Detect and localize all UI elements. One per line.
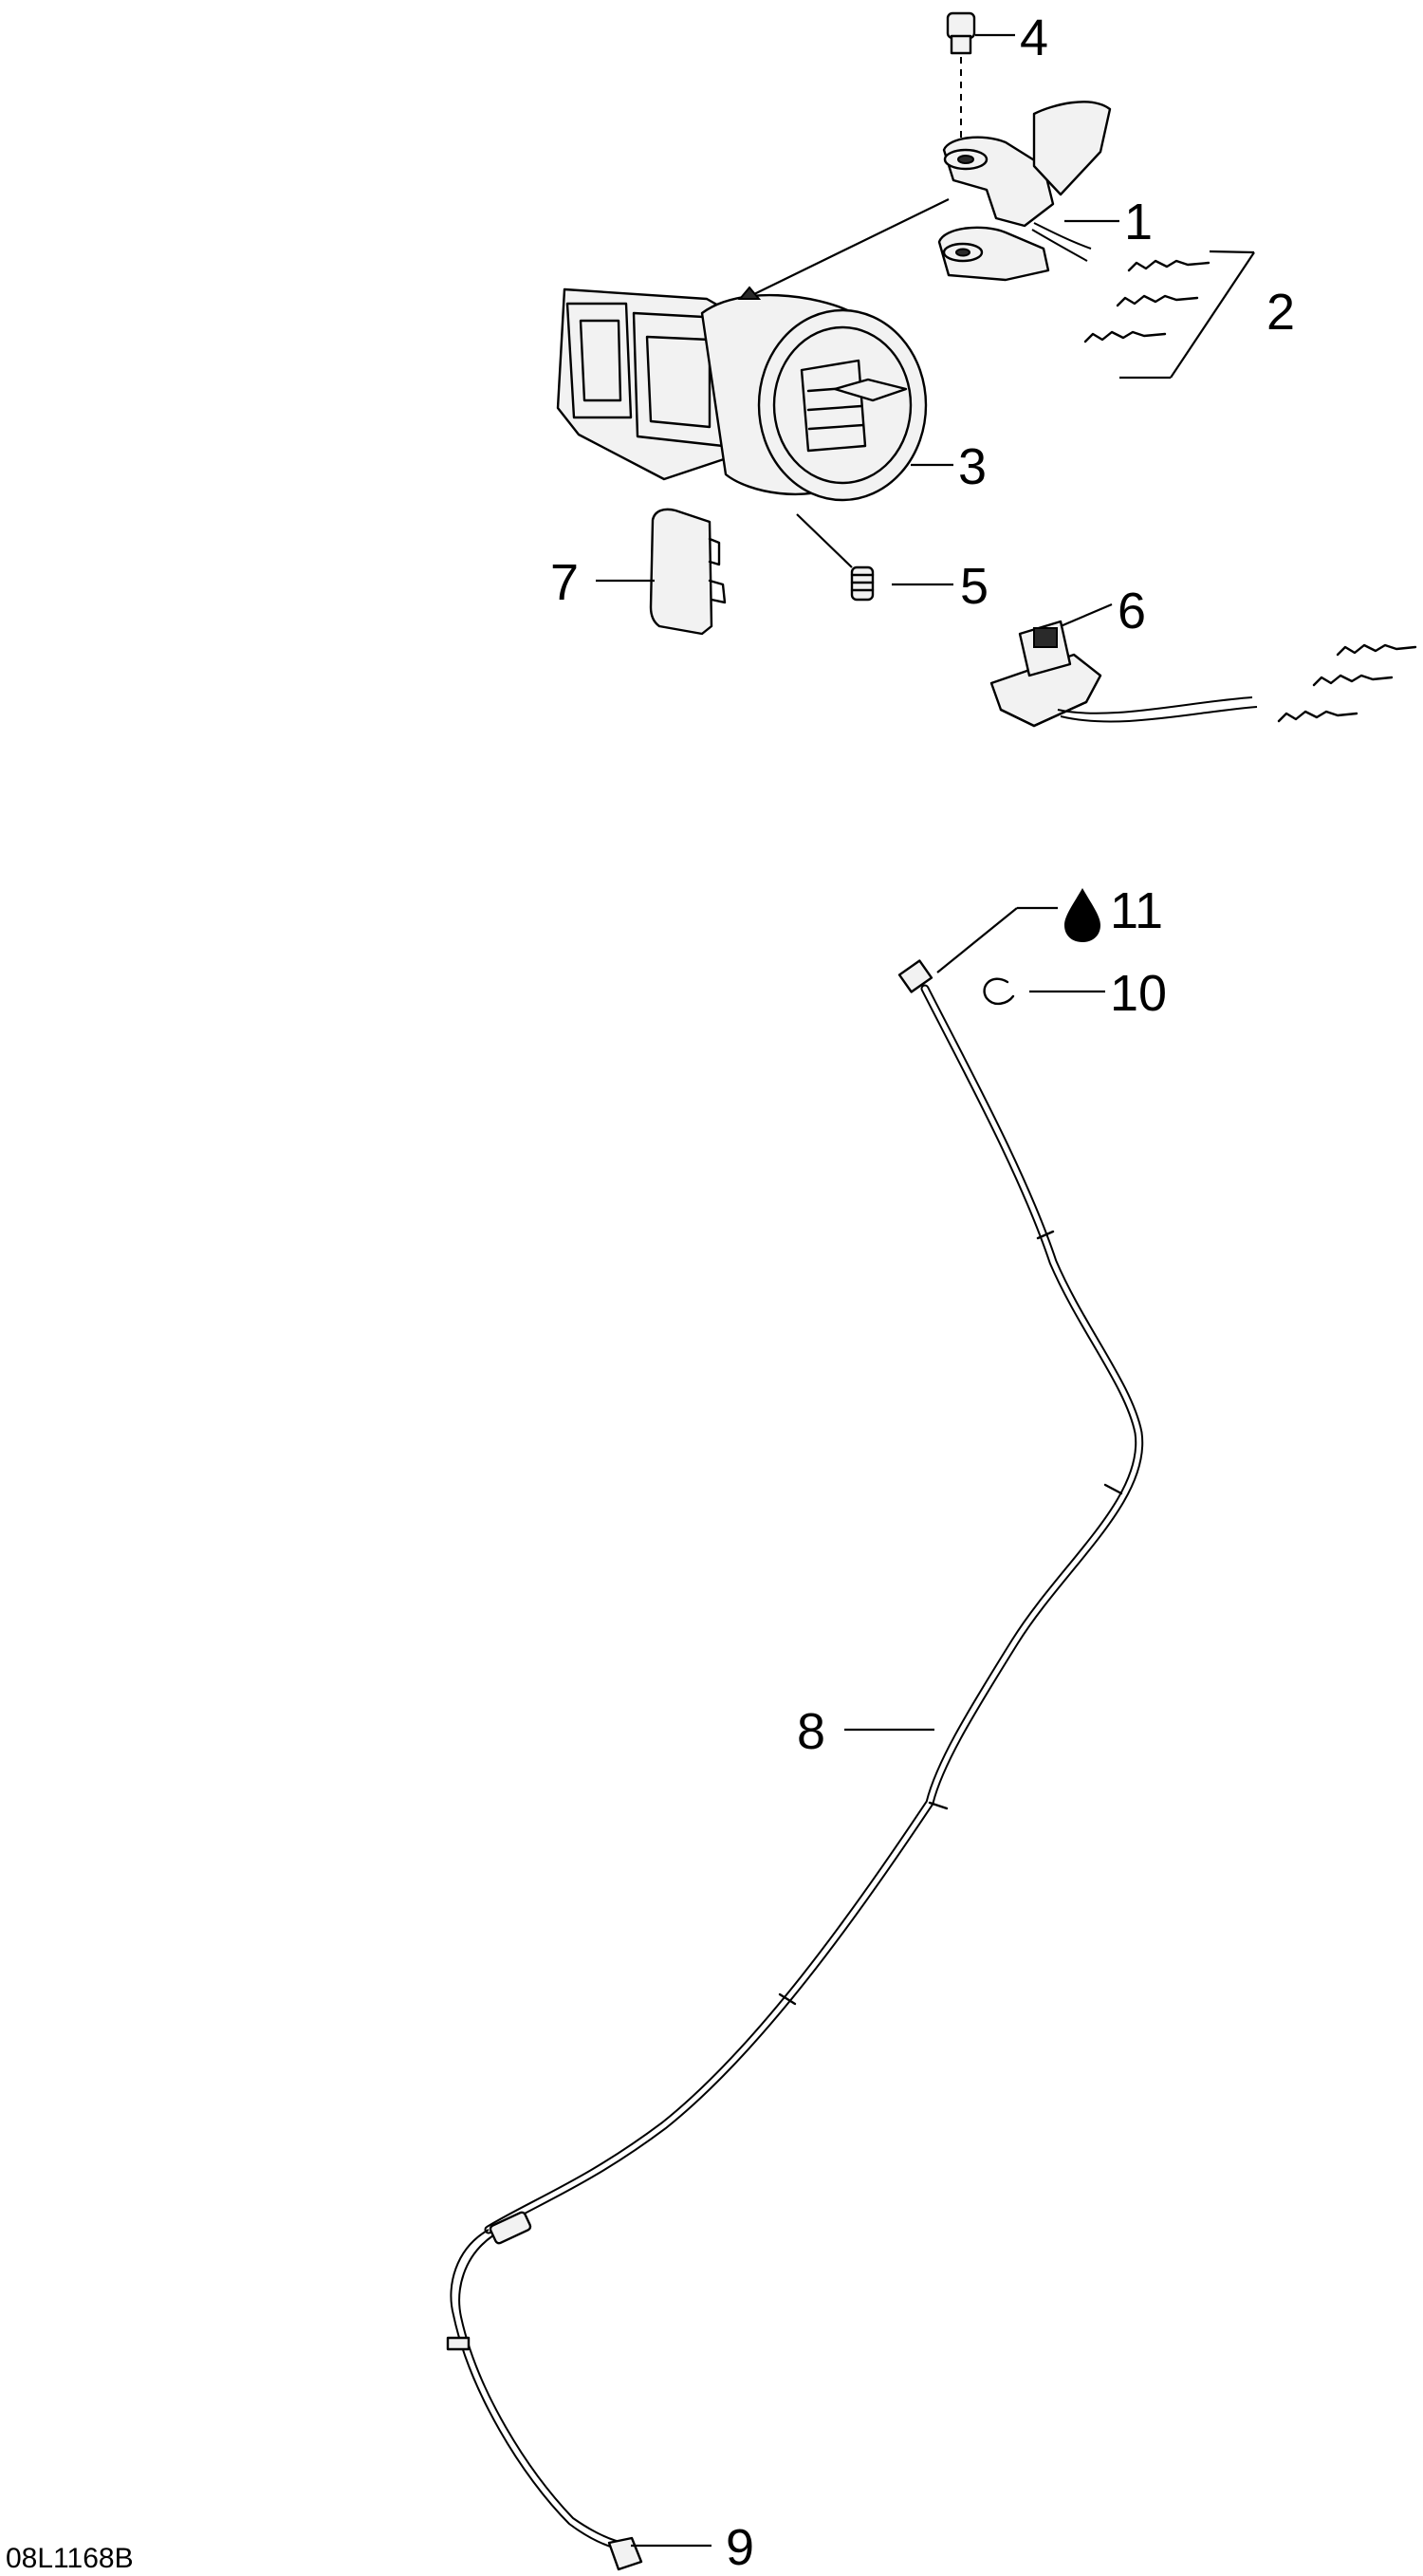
part-10-clip xyxy=(983,977,1015,1006)
part-2-terminals xyxy=(1083,250,1255,380)
callout-3: 3 xyxy=(958,438,987,495)
callout-4: 4 xyxy=(1020,9,1048,66)
leader-line xyxy=(753,198,950,295)
callout-5: 5 xyxy=(960,558,989,615)
callout-2: 2 xyxy=(1266,284,1295,341)
part-7-cap xyxy=(649,508,727,636)
part-8-cable xyxy=(446,959,1144,2571)
part-1-lever xyxy=(937,101,1112,282)
part-9-end xyxy=(607,2536,643,2571)
part-4-screw xyxy=(946,11,976,142)
callout-10: 10 xyxy=(1110,965,1167,1022)
part-5-setscrew xyxy=(796,513,875,602)
part-3-housing xyxy=(556,286,928,502)
callout-11: 11 xyxy=(1110,882,1163,939)
oil-drop-icon xyxy=(1064,888,1100,942)
callout-6: 6 xyxy=(1118,583,1146,639)
figure-code: 08L1168B xyxy=(6,2543,134,2574)
callout-1: 1 xyxy=(1124,194,1153,250)
callout-7: 7 xyxy=(550,554,579,611)
part-6-switch xyxy=(989,620,1417,728)
callout-8: 8 xyxy=(797,1703,825,1760)
callout-9: 9 xyxy=(726,2519,754,2576)
